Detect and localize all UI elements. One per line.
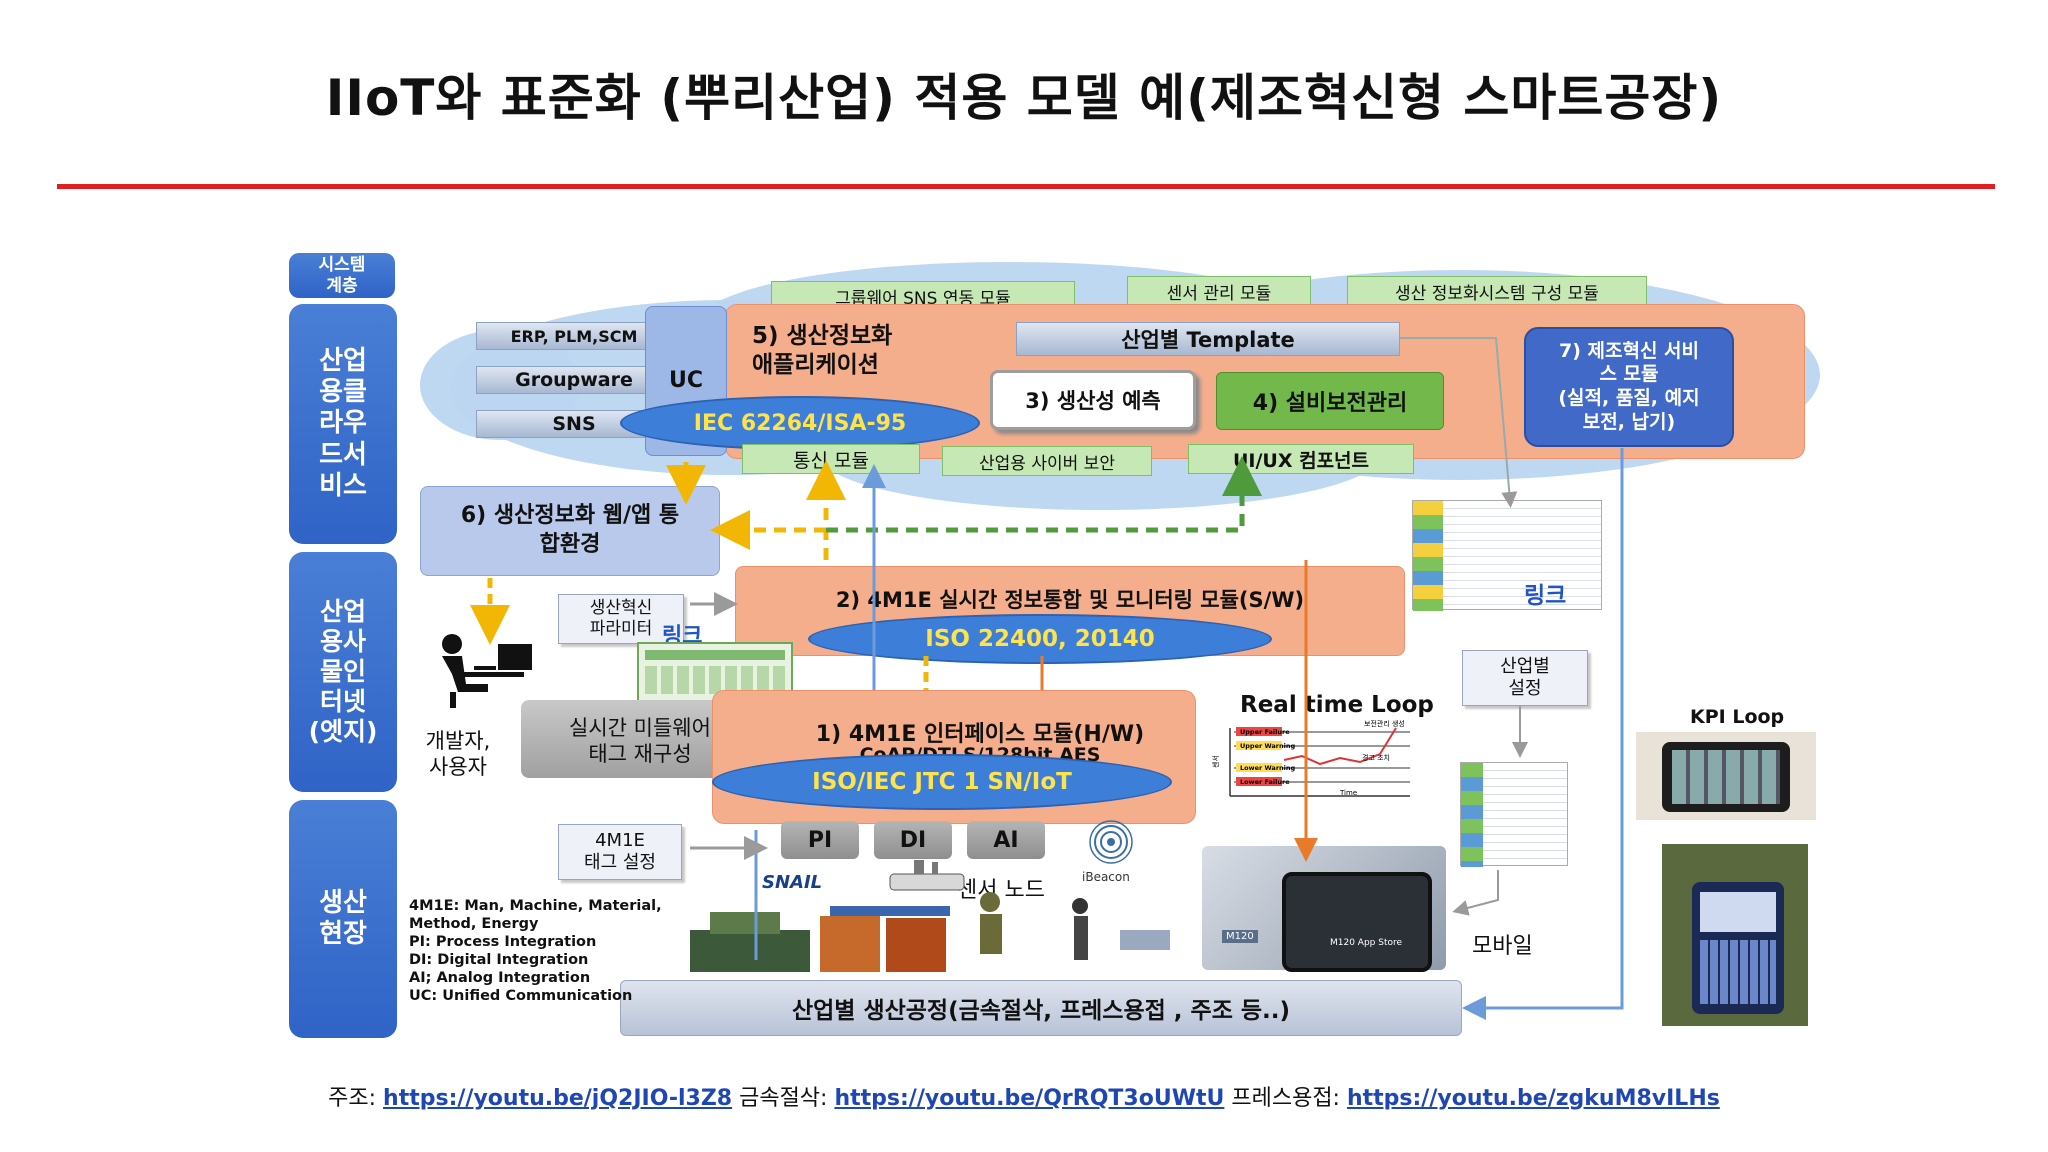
groupware: Groupware: [476, 366, 672, 394]
footer-label-casting: 주조:: [328, 1086, 384, 1111]
developer-user-label: 개발자, 사용자: [425, 729, 491, 779]
beacon-icon: [1089, 820, 1133, 864]
industry-template: 산업별 Template: [1016, 322, 1400, 356]
chip-di: DI: [874, 821, 952, 859]
iec-62264-ellipse: IEC 62264/ISA-95: [620, 396, 980, 450]
layer-field: 생산 현장: [289, 800, 397, 1038]
footer-link-casting[interactable]: https://youtu.be/jQ2JIO-l3Z8: [383, 1086, 733, 1111]
erp-plm-scm: ERP, PLM,SCM: [476, 322, 672, 350]
production-app-title: 5) 생산정보화 애플리케이션: [752, 323, 893, 378]
realtime-middleware-box: [521, 700, 731, 778]
tab-production-system-module: 생산 정보화시스템 구성 모듈: [1347, 276, 1647, 306]
link-label[interactable]: 링크: [1524, 583, 1567, 609]
realtime-loop-chart: Upper Failure Upper Warning Lower Warnin…: [1211, 719, 1410, 797]
mobile-label: 모바일: [1472, 934, 1533, 959]
snail-logo: SNAIL: [762, 872, 823, 893]
realtime-loop-label: Real time Loop: [1240, 692, 1434, 718]
beacon-label: iBeacon: [1082, 870, 1130, 884]
footer-links: 주조: https://youtu.be/jQ2JIO-l3Z8 금속절삭: h…: [0, 1080, 2048, 1112]
equipment-maintenance: 4) 설비보전관리: [1216, 372, 1444, 430]
footer-label-welding: 프레스용접:: [1224, 1086, 1347, 1111]
layer-edge-iiot: 산업 용사 물인 터넷 (엣지): [289, 552, 397, 792]
uc-label: UC: [668, 368, 703, 393]
machine-m120-label: M120: [1222, 930, 1258, 943]
chart-label-lower-failure: Lower Failure: [1240, 778, 1290, 786]
footer-link-welding[interactable]: https://youtu.be/zgkuM8vILHs: [1346, 1086, 1720, 1111]
app-store-label: M120 App Store: [1330, 938, 1403, 948]
chart-label-maintenance-created: 보전관리 생성: [1364, 719, 1405, 728]
productivity-prediction: 3) 생산성 예측: [990, 370, 1196, 430]
tab-sensor-management-module: 센서 관리 모듈: [1127, 276, 1311, 306]
realtime-middleware-label: 실시간 미들웨어 태그 재구성: [569, 716, 711, 766]
kpi-tablet-image: [1636, 732, 1816, 820]
kpi-loop-label: KPI Loop: [1690, 706, 1785, 728]
chart-label-lower-warning: Lower Warning: [1240, 764, 1296, 772]
chart-label-warning-action: 경고 조치: [1362, 753, 1390, 762]
chart-label-time: Time: [1339, 789, 1357, 797]
page-title: IIoT와 표준화 (뿌리산업) 적용 모델 예(제조혁신형 스마트공장): [325, 69, 1723, 127]
title-divider: [57, 184, 1995, 189]
interface-module-title: 1) 4M1E 인터페이스 모듈(H/W): [815, 722, 1145, 747]
innovation-service-module: 7) 제조혁신 서비 스 모듈 (실적, 품질, 예지 보전, 납기): [1524, 327, 1734, 447]
monitoring-module-title: 2) 4M1E 실시간 정보통합 및 모니터링 모듈(S/W): [835, 588, 1305, 612]
iso-iec-jtc1-ellipse: ISO/IEC JTC 1 SN/IoT: [712, 754, 1172, 810]
chip-pi: PI: [781, 821, 859, 859]
tag-setting-box: 4M1E 태그 설정: [558, 824, 682, 880]
abbreviation-legend: 4M1E: Man, Machine, Material, Method, En…: [409, 898, 662, 1004]
setting-table-thumbnail: [1460, 762, 1568, 867]
tab-cyber-security: 산업용 사이버 보안: [942, 446, 1152, 476]
tablet-app-store: [1282, 872, 1432, 972]
mobile-mes-image: [1662, 844, 1808, 1026]
footer-link-cutting[interactable]: https://youtu.be/QrRQT3oUWtU: [834, 1086, 1225, 1111]
production-process-bar: 산업별 생산공정(금속절삭, 프레스용접 , 주조 등..): [620, 980, 1462, 1036]
layer-header: 시스템 계층: [289, 253, 395, 298]
chart-label-upper-warning: Upper Warning: [1240, 742, 1295, 750]
developer-icon: [442, 634, 532, 708]
sensor-node-icon: [889, 860, 965, 891]
field-equipment-illustration: [690, 892, 1170, 972]
sensor-node-label: 센서 노드: [957, 878, 1045, 903]
production-innovation-parameter: 생산혁신 파라미터: [558, 594, 684, 644]
chip-ai: AI: [967, 821, 1045, 859]
footer-label-cutting: 금속절삭:: [732, 1086, 835, 1111]
data-table-thumbnail: [1412, 500, 1602, 611]
iso-22400-ellipse: ISO 22400, 20140: [808, 614, 1272, 664]
chart-label-upper-failure: Upper Failure: [1240, 728, 1290, 736]
industry-setting-box: 산업별 설정: [1462, 650, 1588, 706]
chart-label-sensor: 센서: [1211, 755, 1220, 768]
layer-cloud-services: 산업 용클 라우 드서 비스: [289, 304, 397, 544]
